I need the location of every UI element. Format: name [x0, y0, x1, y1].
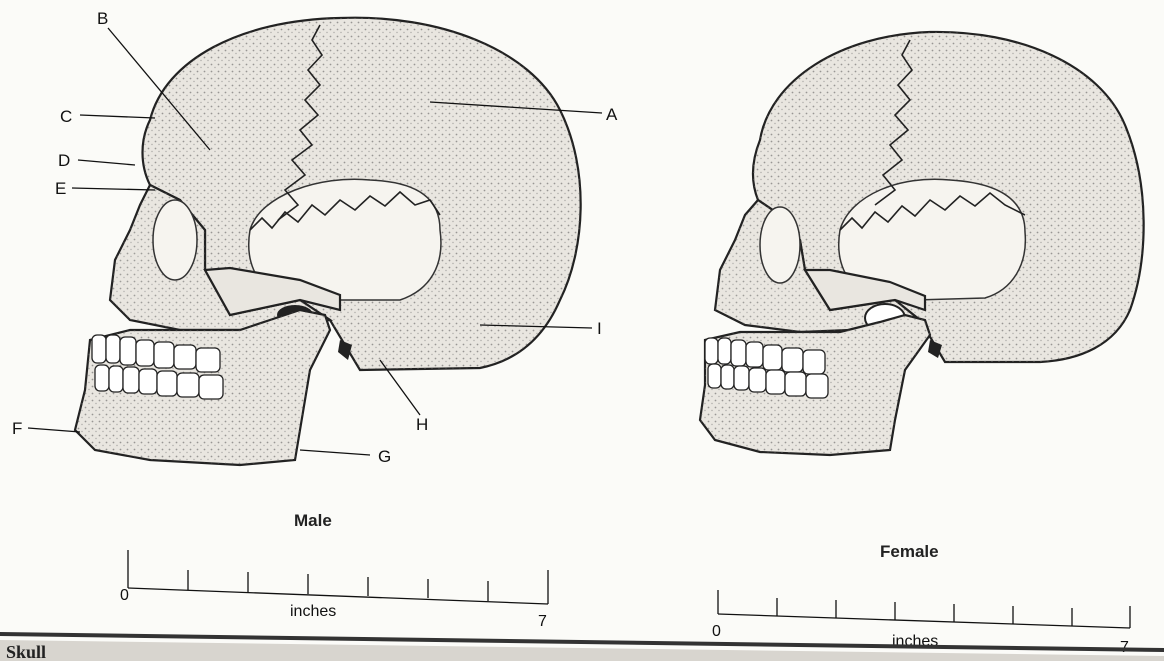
leader-d: [78, 160, 135, 165]
female-scale-start: 0: [712, 623, 721, 640]
male-scale-end: 7: [538, 613, 547, 630]
male-orbit: [153, 200, 197, 280]
leader-f: [28, 428, 80, 432]
caption-female: Female: [880, 542, 939, 561]
label-e: E: [55, 179, 66, 198]
page-bottom-band: Skull: [0, 632, 1164, 661]
male-scale-start: 0: [120, 587, 129, 604]
label-i: I: [597, 319, 602, 338]
male-scale-bar: 0 inches 7: [120, 550, 548, 630]
label-f: F: [12, 419, 22, 438]
footer-text: Skull: [6, 642, 46, 661]
label-g: G: [378, 447, 391, 466]
male-scale-unit: inches: [290, 603, 336, 620]
female-skull: [700, 32, 1144, 455]
leader-e: [72, 188, 155, 190]
label-h: H: [416, 415, 428, 434]
female-orbit: [760, 207, 800, 283]
label-d: D: [58, 151, 70, 170]
label-a: A: [606, 105, 618, 124]
caption-male: Male: [294, 511, 332, 530]
label-c: C: [60, 107, 72, 126]
leader-g: [300, 450, 370, 455]
male-skull: [75, 18, 581, 465]
leader-c: [80, 115, 155, 118]
label-b: B: [97, 9, 108, 28]
